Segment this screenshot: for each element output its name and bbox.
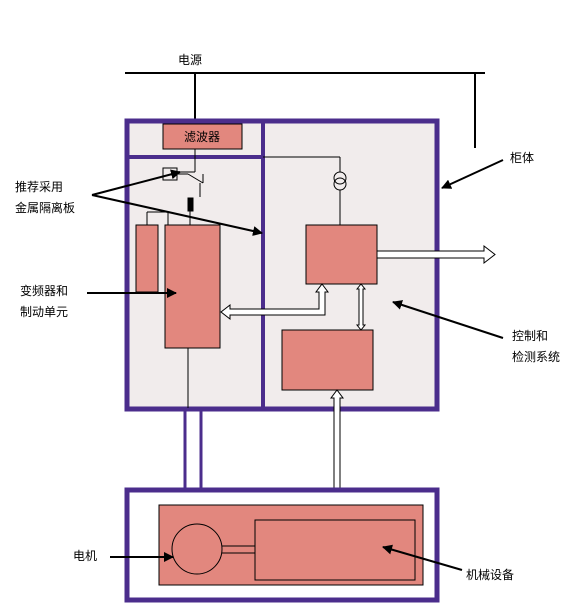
power-bus xyxy=(125,72,485,148)
pointer-arrows xyxy=(87,159,504,571)
inverter-label-line2: 制动单元 xyxy=(20,305,69,319)
metal-partition-label-line1: 推荐采用 xyxy=(15,180,64,194)
control-label-line2: 检测系统 xyxy=(512,350,561,364)
motor-cable xyxy=(183,410,203,490)
machinery-label: 机械设备 xyxy=(466,568,515,582)
motor-symbol xyxy=(171,523,223,575)
brake-resistor-module xyxy=(135,224,159,293)
inverter-module xyxy=(164,224,221,349)
cabinet-label: 柜体 xyxy=(510,151,535,165)
control-label-line1: 控制和 xyxy=(512,329,549,343)
signal-arrows xyxy=(220,244,496,509)
filter-module: 滤波器 xyxy=(162,123,243,150)
right-wiring xyxy=(263,156,347,225)
control-module xyxy=(305,224,378,285)
motor-label: 电机 xyxy=(73,549,98,563)
detection-module xyxy=(281,329,374,391)
motor-shaft xyxy=(222,545,255,554)
inverter-label-line1: 变频器和 xyxy=(20,284,69,298)
filter-label: 滤波器 xyxy=(184,130,220,144)
metal-partition-label-line2: 金属隔离板 xyxy=(15,201,76,215)
power-label: 电源 xyxy=(178,53,203,67)
